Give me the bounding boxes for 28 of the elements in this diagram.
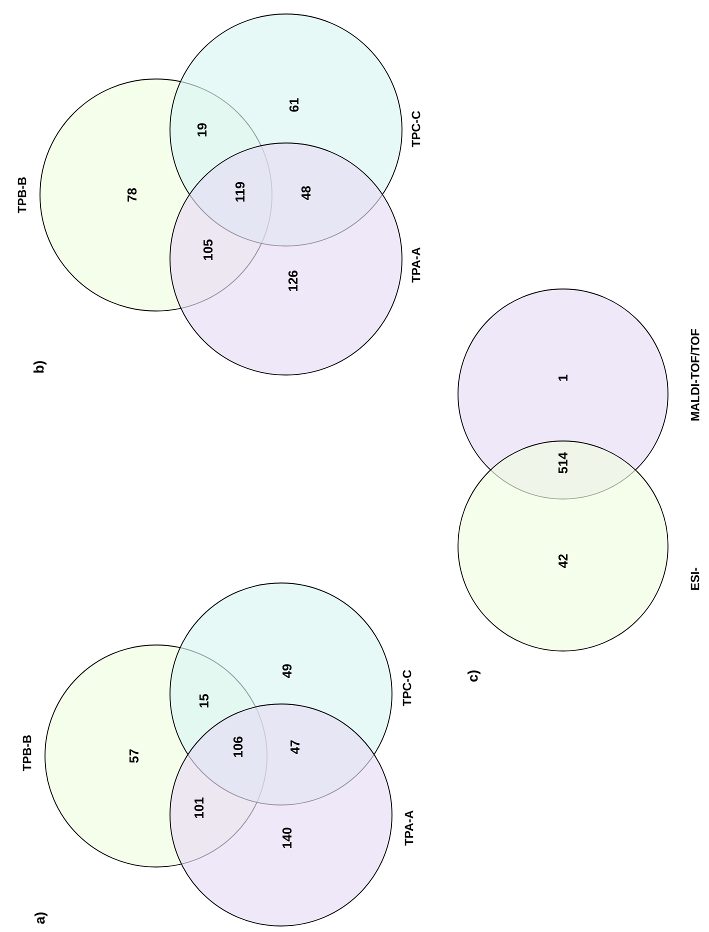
region-count: 61: [289, 98, 299, 112]
region-count: 78: [127, 188, 137, 202]
region-count: 47: [290, 740, 300, 754]
region-count: 140: [282, 828, 292, 848]
region-count: 19: [197, 123, 207, 136]
panel-letter: a): [34, 912, 48, 924]
panel-letter: c): [468, 670, 480, 682]
set-label: TPB-B: [22, 735, 32, 772]
region-count: 126: [288, 270, 298, 291]
set-label: MALDI-TOF/TOF: [690, 329, 700, 420]
region-count: 101: [194, 798, 204, 818]
set-label: ESI-: [690, 568, 700, 590]
region-count: 48: [301, 186, 311, 200]
set-label: TPC-C: [402, 670, 412, 706]
region-count: 49: [282, 664, 292, 678]
set-label: TPB-B: [18, 177, 26, 214]
region-count: 57: [129, 749, 139, 763]
region-count: 15: [199, 694, 209, 708]
set-label: TPA-A: [412, 248, 420, 283]
region-count: 1: [558, 374, 568, 381]
region-count: 42: [558, 554, 568, 568]
region-count: 106: [233, 736, 243, 757]
region-count: 514: [558, 452, 568, 474]
set-label: TPC-C: [412, 111, 420, 148]
panel-letter: b): [34, 361, 46, 373]
region-count: 119: [235, 182, 245, 202]
region-count: 105: [203, 240, 213, 260]
set-label: TPA-A: [404, 810, 414, 846]
